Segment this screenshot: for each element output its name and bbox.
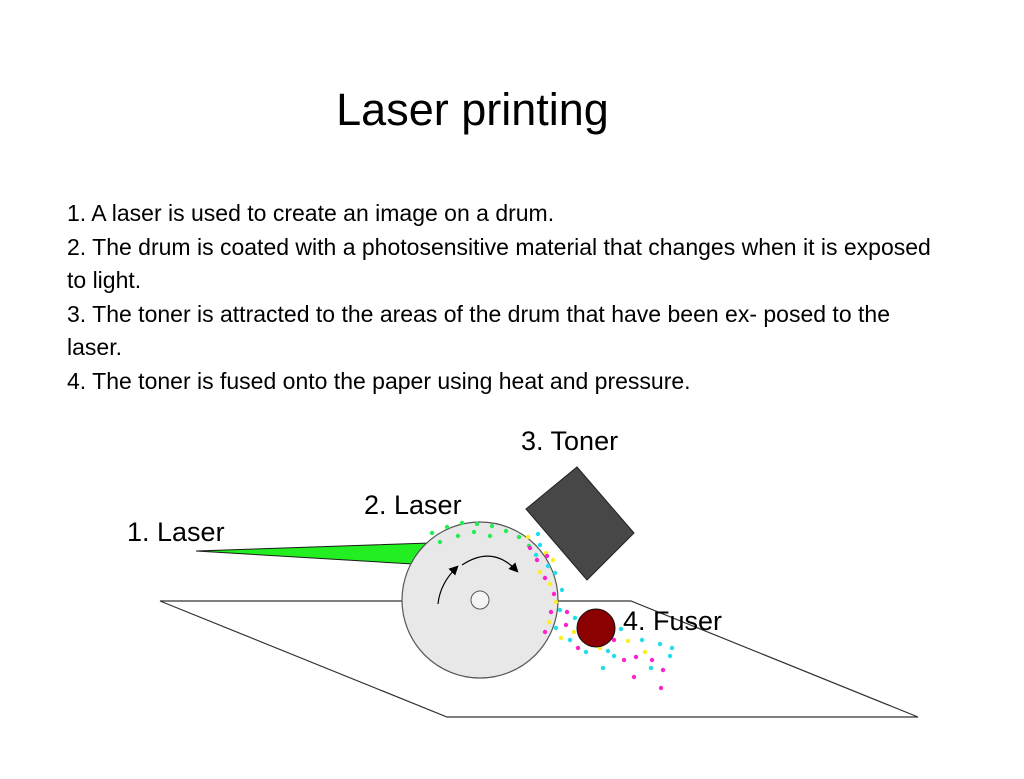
toner-dot (658, 685, 664, 691)
toner-dot (642, 649, 648, 655)
toner-dot (459, 520, 465, 526)
toner-dot (474, 521, 480, 527)
step-3: 3. The toner is attracted to the areas o… (67, 300, 890, 361)
toner-dot (533, 552, 539, 558)
toner-dot (487, 533, 493, 539)
toner-dot (575, 645, 581, 651)
toner-dot (548, 609, 554, 615)
toner-dot (537, 542, 543, 548)
step-4: 4. The toner is fused onto the paper usi… (67, 367, 691, 394)
toner-dot (633, 654, 639, 660)
toner-dot (611, 637, 617, 643)
toner-dot (525, 534, 531, 540)
toner-dot (611, 653, 617, 659)
step-2: 2. The drum is coated with a photosensit… (67, 233, 931, 294)
toner-cartridge (525, 466, 635, 581)
rotation-arrow-left (437, 565, 459, 605)
toner-dot (563, 622, 569, 628)
toner-dot (553, 625, 559, 631)
toner-dot (621, 657, 627, 663)
toner-dot (516, 534, 522, 540)
toner-dot (648, 665, 654, 671)
toner-dot (639, 637, 645, 643)
toner-dot (567, 637, 573, 643)
toner-dot (553, 599, 559, 605)
step-1: 1. A laser is used to create an image on… (67, 200, 555, 226)
toner-dot (535, 531, 541, 537)
toner-dot (546, 619, 552, 625)
toner-dot (600, 665, 606, 671)
label-laser-drum: 2. Laser (364, 490, 462, 520)
toner-dot (429, 530, 435, 536)
toner-dot (631, 674, 637, 680)
toner-dot (605, 648, 611, 654)
toner-dot (649, 657, 655, 663)
toner-dot (669, 645, 675, 651)
toner-dot (542, 629, 548, 635)
toner-dot (542, 575, 548, 581)
toner-dot (559, 587, 565, 593)
drum-axle (470, 590, 490, 610)
toner-dot (625, 638, 631, 644)
toner-dot (537, 569, 543, 575)
label-toner: 3. Toner (521, 426, 618, 456)
toner-dot (583, 649, 589, 655)
toner-particles (429, 520, 675, 691)
toner-dot (618, 626, 624, 632)
toner-dot (437, 539, 443, 545)
toner-dot (527, 545, 533, 551)
toner-dot (551, 591, 557, 597)
toner-dot (545, 563, 551, 569)
toner-dot (444, 524, 450, 530)
toner-dot (471, 529, 477, 535)
toner-dot (489, 523, 495, 529)
toner-dot (657, 641, 663, 647)
toner-dot (660, 667, 666, 673)
label-laser-source: 1. Laser (127, 517, 225, 547)
toner-dot (571, 629, 577, 635)
toner-dot (544, 553, 550, 559)
toner-dot (564, 609, 570, 615)
laser-beam (195, 542, 431, 566)
toner-dot (557, 607, 563, 613)
toner-dot (550, 557, 556, 563)
toner-dot (552, 570, 558, 576)
steps-list: 1. A laser is used to create an image on… (67, 197, 947, 398)
toner-dot (534, 557, 540, 563)
page-title: Laser printing (336, 84, 609, 135)
toner-dot (547, 581, 553, 587)
fuser-roller (576, 608, 616, 648)
toner-dot (558, 635, 564, 641)
toner-dot (455, 533, 461, 539)
rotation-arrow-right (461, 555, 519, 573)
toner-dot (503, 528, 509, 534)
toner-dot (667, 653, 673, 659)
label-fuser: 4. Fuser (623, 606, 722, 636)
toner-dot (572, 615, 578, 621)
